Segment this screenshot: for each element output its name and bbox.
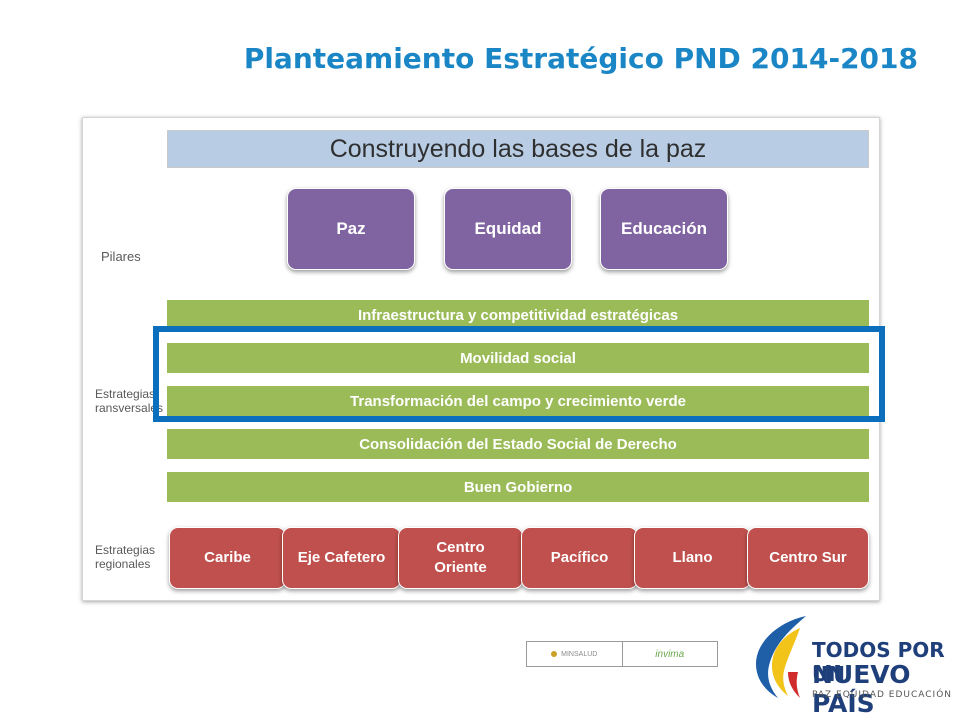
region-llano: Llano	[634, 527, 751, 589]
transversal-buen-gobierno: Buen Gobierno	[167, 472, 869, 502]
transversal-transformacion-campo: Transformación del campo y crecimiento v…	[167, 386, 869, 416]
minsalud-seal-icon	[551, 651, 558, 657]
regionales-label: Estrategias regionales	[95, 543, 155, 571]
transversales-label-line1: Estrategias	[95, 387, 156, 401]
minsalud-logo: MINSALUD	[527, 642, 622, 666]
transversal-consolidacion-estado: Consolidación del Estado Social de Derec…	[167, 429, 869, 459]
regionales-label-line2: regionales	[95, 557, 151, 571]
regionales-label-line1: Estrategias	[95, 543, 156, 557]
todos-por-un-nuevo-pais-emblem-icon	[756, 616, 806, 698]
region-centro-sur: Centro Sur	[747, 527, 869, 589]
transversal-infraestructura: Infraestructura y competitividad estraté…	[167, 300, 869, 330]
invima-logo: invima	[621, 642, 718, 666]
logo-tagline: PAZ EQUIDAD EDUCACIÓN	[812, 690, 953, 700]
region-caribe: Caribe	[169, 527, 286, 589]
minsalud-logo-text: MINSALUD	[561, 650, 598, 658]
transversales-label-line2: ransversales	[95, 401, 164, 415]
transversal-movilidad-social: Movilidad social	[167, 343, 869, 373]
logo-line-2: NUEVO PAÍS	[812, 660, 911, 718]
slide-title: Planteamiento Estratégico PND 2014-2018	[243, 42, 918, 75]
pillar-paz: Paz	[287, 188, 415, 270]
pillar-equidad: Equidad	[444, 188, 572, 270]
logo-line-1: TODOS POR UN	[812, 638, 945, 686]
region-eje-cafetero: Eje Cafetero	[282, 527, 401, 589]
transversales-label: Estrategias ransversales	[95, 387, 163, 415]
highlight-frame	[153, 326, 885, 422]
pilares-label: Pilares	[101, 249, 141, 264]
pillar-educacion: Educación	[600, 188, 728, 270]
region-centro-oriente: Centro Oriente	[398, 527, 523, 589]
diagram-header: Construyendo las bases de la paz	[167, 130, 869, 168]
strategy-diagram: Construyendo las bases de la paz Pilares…	[82, 117, 880, 601]
region-pacifico: Pacífico	[521, 527, 638, 589]
partner-logos: MINSALUD invima	[526, 641, 718, 667]
